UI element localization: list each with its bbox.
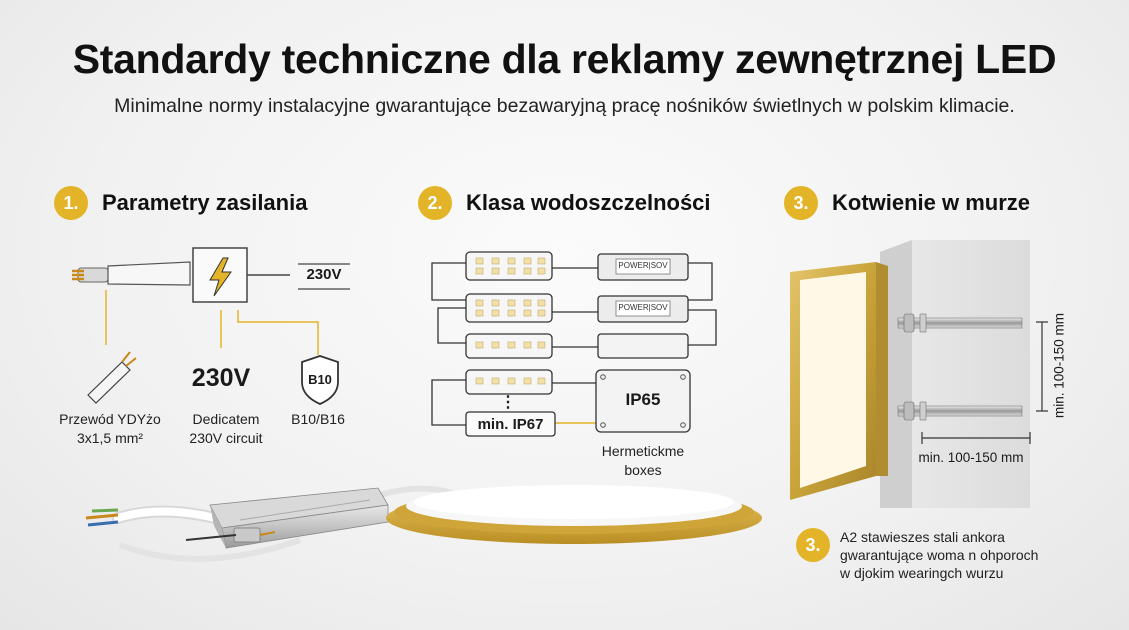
- ip67-box: [465, 411, 556, 437]
- line-voltage: 230V: [306, 266, 342, 283]
- section-2-number: 2.: [418, 186, 452, 220]
- section-1-title: Parametry zasilania: [102, 190, 308, 215]
- more-modules-dots: ⋮: [500, 394, 516, 411]
- circuit-label-line-1: Dedicatem: [192, 411, 260, 427]
- psu-label-2: POWER|SOV: [618, 303, 668, 312]
- note-line-2: gwarantujące woma n ohporoch: [840, 547, 1039, 563]
- section-2-title: Klasa wodoszczelności: [466, 190, 711, 215]
- display-pedestal: [386, 485, 762, 544]
- hermetic-box-label-line-2: boxes: [624, 462, 662, 478]
- power-supply-empty: [597, 333, 689, 359]
- led-module: [465, 333, 553, 359]
- hermetic-box-label: Hermetickme boxes: [580, 442, 706, 480]
- anchoring-note: A2 stawieszes stali ankora gwarantujące …: [840, 528, 1120, 582]
- page-subtitle: Minimalne normy instalacyjne gwarantując…: [114, 95, 1015, 117]
- lightning-icon: [209, 257, 232, 297]
- anchor-bolt: [897, 313, 1023, 333]
- power-supply: [597, 253, 689, 281]
- page-title: Standardy techniczne dla reklamy zewnętr…: [72, 36, 1057, 82]
- note-line-1: A2 stawieszes stali ankora: [840, 529, 1005, 545]
- cable-label-line-1: Przewód YDYżo: [59, 411, 161, 427]
- led-power-supply: [185, 487, 389, 549]
- hermetic-box-label-line-1: Hermetickme: [601, 443, 685, 459]
- masonry-wall: [880, 240, 1030, 508]
- ip65-label: IP65: [625, 390, 661, 409]
- led-module: [465, 369, 553, 395]
- section-3-number: 3.: [784, 186, 818, 220]
- note-line-3: w djokim wearingch wurzu: [840, 565, 1004, 581]
- horizontal-dimension-label: min. 100-150 mm: [918, 450, 1024, 465]
- shield-icon: [301, 355, 339, 405]
- section-1-number: 1.: [54, 186, 88, 220]
- psu-label-1: POWER|SOV: [618, 261, 668, 270]
- circuit-label-line-2: 230V circuit: [189, 430, 263, 446]
- min-ip67-label: min. IP67: [477, 416, 544, 433]
- breaker-label: B10/B16: [291, 411, 345, 427]
- cable-label: Przewód YDYżo 3x1,5 mm²: [40, 410, 180, 448]
- breaker-badge: B10: [308, 372, 332, 387]
- dimension-lines: [921, 321, 1048, 444]
- cable-icon: [72, 261, 191, 286]
- led-module: [465, 251, 553, 281]
- led-module: [465, 293, 553, 323]
- circuit-label: Dedicatem 230V circuit: [166, 410, 286, 448]
- anchor-bolt: [897, 401, 1023, 421]
- hermetic-box: [595, 369, 691, 433]
- voltage-value: 230V: [191, 364, 251, 392]
- note-number: 3.: [796, 528, 830, 562]
- cable-end-icon: [87, 351, 137, 404]
- cable-label-line-2: 3x1,5 mm²: [76, 430, 144, 446]
- section-3-title: Kotwienie w murze: [832, 190, 1031, 215]
- power-supply: [597, 295, 689, 323]
